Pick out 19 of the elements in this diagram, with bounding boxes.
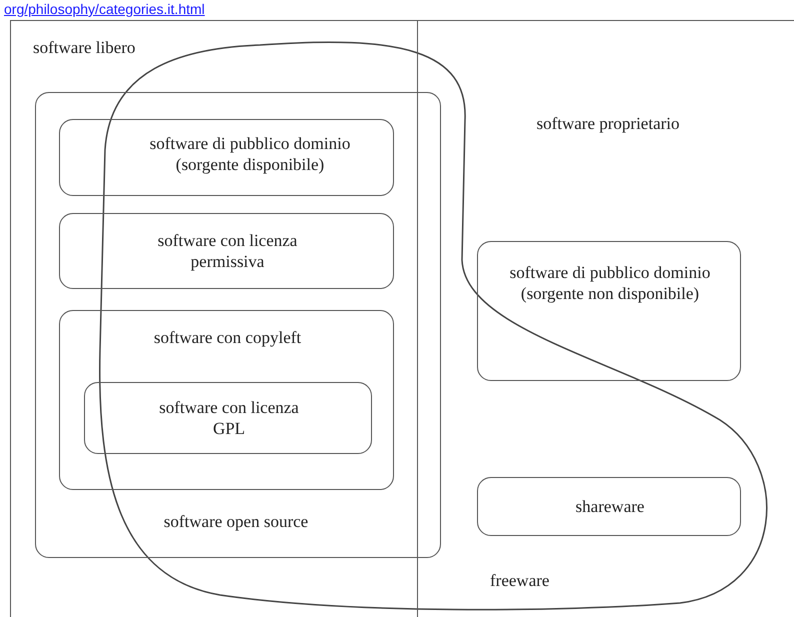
category-label: software open source — [162, 511, 310, 532]
category-box — [84, 382, 372, 454]
category-label: software con licenza permissiva — [156, 230, 298, 272]
category-box — [477, 241, 741, 381]
region-box — [10, 20, 418, 617]
category-box — [59, 310, 394, 490]
category-box — [477, 477, 741, 536]
category-box — [59, 119, 394, 196]
category-label: software con copyleft — [152, 327, 302, 348]
category-label: software proprietario — [535, 113, 681, 134]
category-box — [59, 213, 394, 289]
category-label: shareware — [574, 496, 646, 517]
category-label: software libero — [33, 37, 136, 58]
category-box — [35, 92, 441, 558]
category-label: software di pubblico dominio (sorgente non disponibile) — [508, 262, 712, 304]
category-label: freeware — [490, 570, 550, 591]
category-label: software di pubblico dominio (sorgente disponibile) — [148, 133, 352, 175]
category-label: software con licenza GPL — [159, 397, 299, 439]
web-link: org/philosophy/categories.it.html — [4, 1, 205, 17]
